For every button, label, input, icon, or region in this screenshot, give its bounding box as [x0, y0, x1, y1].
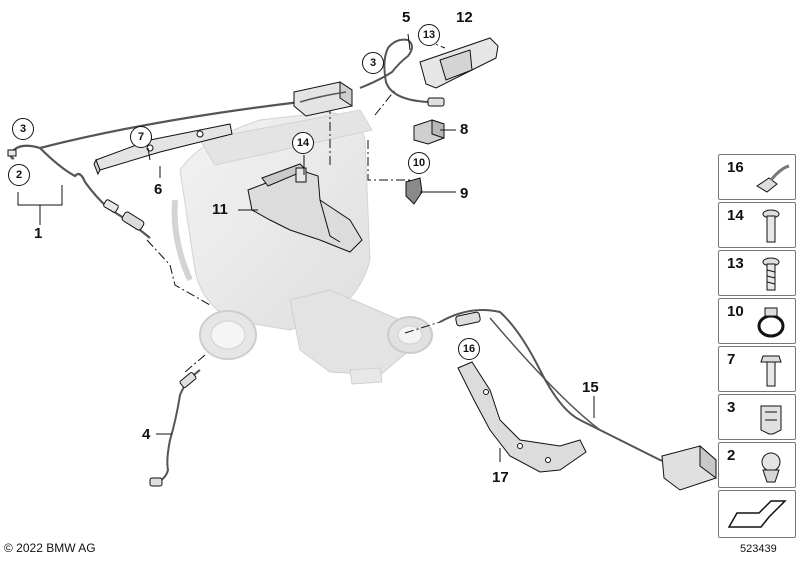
- callout-5: 5: [402, 9, 411, 26]
- legend-cell-7: 7: [718, 346, 796, 392]
- clip-nut-icon: [760, 405, 782, 435]
- direction-arrow-icon: [727, 500, 787, 528]
- part-17-sensor-bracket: [457, 361, 587, 473]
- callout-3-top: 3: [362, 52, 384, 74]
- torx-bolt-icon: [762, 209, 780, 243]
- screw-icon: [762, 257, 780, 291]
- hose-clamp-icon: [757, 307, 785, 338]
- part-4-exhaust-sensor-lower: [149, 369, 201, 487]
- legend-label-3: 3: [727, 399, 736, 416]
- legend-label-7: 7: [727, 351, 736, 368]
- legend-label-10: 10: [727, 303, 744, 320]
- legend-cell-direction: [718, 490, 796, 538]
- legend-cell-16: 16: [718, 154, 796, 200]
- legend-label-14: 14: [727, 207, 744, 224]
- callout-9: 9: [460, 185, 469, 202]
- callout-4: 4: [142, 426, 151, 443]
- part-12-sensor-control-unit: [293, 37, 499, 117]
- legend-cell-14: 14: [718, 202, 796, 248]
- callout-13: 13: [418, 24, 440, 46]
- part-8-pressure-sensor: [413, 119, 445, 145]
- copyright-text: © 2022 BMW AG: [4, 541, 96, 555]
- legend-cell-10: 10: [718, 298, 796, 344]
- legend-label-2: 2: [727, 447, 736, 464]
- callout-8: 8: [460, 121, 469, 138]
- callout-16: 16: [458, 338, 480, 360]
- legend-label-13: 13: [727, 255, 744, 272]
- part-1-exhaust-temperature-sensor: [7, 100, 301, 239]
- callout-10: 10: [408, 152, 430, 174]
- legend-label-16: 16: [727, 159, 744, 176]
- hex-bolt-icon: [760, 355, 782, 387]
- part-11-mounting-bracket: [247, 163, 363, 253]
- diagram-number: 523439: [740, 543, 777, 555]
- callout-leaders: [17, 33, 595, 462]
- callout-12: 12: [456, 9, 473, 26]
- part-5-oxygen-sensor: [359, 38, 445, 107]
- callout-1: 1: [34, 225, 43, 242]
- callout-2: 2: [8, 164, 30, 186]
- legend-cell-13: 13: [718, 250, 796, 296]
- cable-clip-icon: [756, 164, 790, 193]
- callout-6: 6: [154, 181, 163, 198]
- part-15-nox-sensor: [439, 309, 717, 491]
- callout-7: 7: [130, 126, 152, 148]
- callout-15: 15: [582, 379, 599, 396]
- part-9-rubber-mount: [405, 177, 423, 205]
- callout-17: 17: [492, 469, 509, 486]
- cable-holder-icon: [761, 452, 781, 483]
- legend-cell-3: 3: [718, 394, 796, 440]
- legend-cell-2: 2: [718, 442, 796, 488]
- callout-11: 11: [212, 201, 228, 218]
- callout-3-left: 3: [12, 118, 34, 140]
- callout-14: 14: [292, 132, 314, 154]
